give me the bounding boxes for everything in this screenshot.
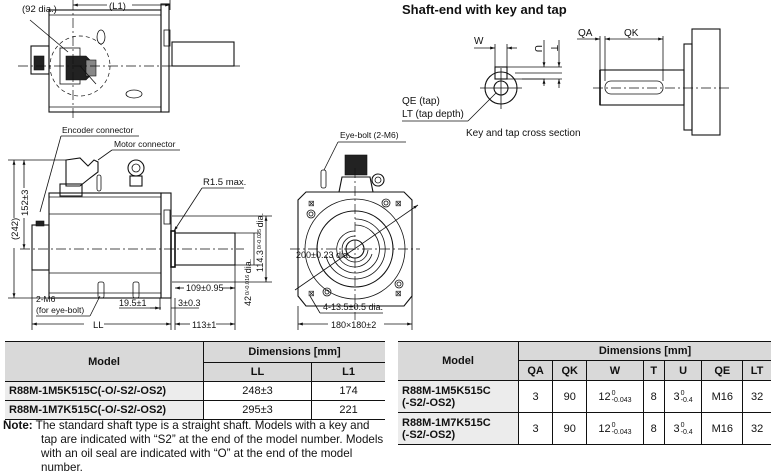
holes-label: 4-13.5±0.5 dia. — [323, 302, 383, 312]
col-header-w: W — [586, 360, 644, 381]
flange-dia-label: (92 dia.) — [22, 4, 57, 15]
top-view: (92 dia.) (L1) — [18, 0, 240, 120]
col-header-l1: L1 — [311, 362, 385, 382]
t-cell: 8 — [642, 380, 665, 413]
height-total-label: (242) — [10, 218, 21, 240]
shaft-top — [171, 41, 235, 67]
l1-cell: 174 — [311, 381, 385, 401]
shaft-end-view: W U T QE (tap) LT (tap depth) Key and ta… — [402, 28, 730, 139]
qk-cell: 90 — [552, 380, 587, 413]
flange-size-label: 180×180±2 — [331, 320, 376, 330]
pcd-label: 200±0.23 dia. — [296, 250, 350, 260]
shaft-dia-label: 420/-0.016 dia. — [243, 259, 253, 306]
svg-text:⊠: ⊠ — [395, 289, 402, 298]
ll-cell: 248±3 — [202, 381, 312, 401]
dimensions-header: Dimensions [mm] — [518, 341, 771, 361]
eye-bolt-side — [127, 159, 145, 177]
shaft-length-label: 109±0.95 — [186, 283, 223, 293]
dimensions-header: Dimensions [mm] — [203, 341, 385, 363]
model-cell: R88M-1M7K515C(-S2/-OS2) — [398, 412, 519, 445]
shaft-end-title: Shaft-end with key and tap — [402, 2, 567, 17]
shaft-side-key — [599, 69, 685, 106]
qe-cell: M16 — [701, 412, 743, 445]
svg-text:⊠: ⊠ — [308, 199, 315, 208]
dim-113-label: 113±1 — [192, 320, 216, 330]
svg-text:⊠: ⊠ — [308, 289, 315, 298]
encoder-connector-label: Encoder connector — [62, 125, 134, 135]
side-view: Encoder connector Motor connector (242) — [8, 125, 272, 331]
ll-cell: 295±3 — [202, 400, 312, 420]
cross-section-label: Key and tap cross section — [466, 128, 581, 139]
motor-connector-label: Motor connector — [114, 139, 176, 149]
flange-front — [297, 191, 413, 307]
flange-top — [160, 3, 170, 113]
shaft-side — [174, 232, 236, 266]
model-cell: R88M-1M5K515C(-S2/-OS2) — [398, 380, 519, 413]
lt-cell: 32 — [742, 380, 771, 413]
connector-front — [344, 154, 368, 176]
l1-cell: 221 — [311, 400, 385, 420]
eye-bolt-thread-label: 2-M6 — [36, 294, 56, 304]
ll-label: LL — [93, 320, 104, 331]
l1-label: (L1) — [109, 1, 126, 12]
model-cell: R88M-1M7K515C(-O/-S2/-OS2) — [5, 400, 204, 420]
note-text: The standard shaft type is a straight sh… — [35, 419, 384, 474]
eye-bolt-label: Eye-bolt (2-M6) — [340, 130, 399, 140]
qe-cell: M16 — [701, 380, 743, 413]
spigot-dia-label: 114.30/-0.025 dia. — [255, 213, 265, 272]
model-cell: R88M-1M5K515C(-O/-S2/-OS2) — [5, 381, 204, 401]
col-header-lt: LT — [742, 360, 771, 381]
qa-label: QA — [578, 28, 593, 39]
front-view: Eye-bolt (2-M6) ⊠ ⊠ ⊠ ⊠ 200±0.23 dia. 4-… — [290, 130, 420, 330]
table-row: R88M-1M5K515C(-O/-S2/-OS2) 248±3 174 — [5, 381, 385, 401]
model-header: Model — [5, 341, 204, 382]
motor-body-side — [48, 192, 162, 299]
keyway — [604, 80, 664, 95]
svg-text:⊠: ⊠ — [395, 199, 402, 208]
t-label: T — [548, 45, 559, 51]
rear-cover-side — [31, 224, 50, 271]
col-header-qe: QE — [701, 360, 743, 381]
qe-label: QE (tap) — [402, 96, 440, 107]
t-cell: 8 — [642, 412, 665, 445]
rear-cover-top — [30, 45, 50, 75]
qa-cell: 3 — [517, 380, 553, 413]
col-header-t: T — [642, 360, 665, 381]
footnote: Note: The standard shaft type is a strai… — [3, 419, 388, 475]
qa-cell: 3 — [517, 412, 553, 445]
qk-cell: 90 — [552, 412, 587, 445]
fillet-label: R1.5 max. — [203, 177, 246, 188]
col-header-u: U — [663, 360, 702, 381]
shaft-flange — [691, 28, 721, 136]
dim-19-5-label: 19.5±1 — [119, 298, 146, 308]
w-label: W — [474, 36, 484, 47]
dimensions-table-ll-l1: Model Dimensions [mm] LL L1 R88M-1M5K515… — [5, 341, 385, 420]
col-header-qk: QK — [552, 360, 587, 381]
height-center-label: 152±3 — [20, 190, 31, 216]
qk-label: QK — [624, 28, 639, 39]
model-header: Model — [398, 341, 519, 381]
col-header-qa: QA — [517, 360, 553, 381]
table-row: R88M-1M7K515C(-O/-S2/-OS2) 295±3 221 — [5, 400, 385, 420]
motor-connector — [65, 157, 99, 187]
dim-3-label: 3±0.3 — [178, 298, 200, 308]
note-label: Note: — [3, 419, 33, 432]
lt-cell: 32 — [742, 412, 771, 445]
eye-bolt-note-label: (for eye-bolt) — [36, 305, 84, 315]
lt-label: LT (tap depth) — [402, 109, 464, 120]
u-label: U — [532, 45, 543, 52]
flange-side — [160, 192, 172, 299]
dimensions-table-key-tap: Model Dimensions [mm] QA QK W T U QE LT … — [398, 341, 771, 445]
col-header-ll: LL — [202, 362, 312, 382]
